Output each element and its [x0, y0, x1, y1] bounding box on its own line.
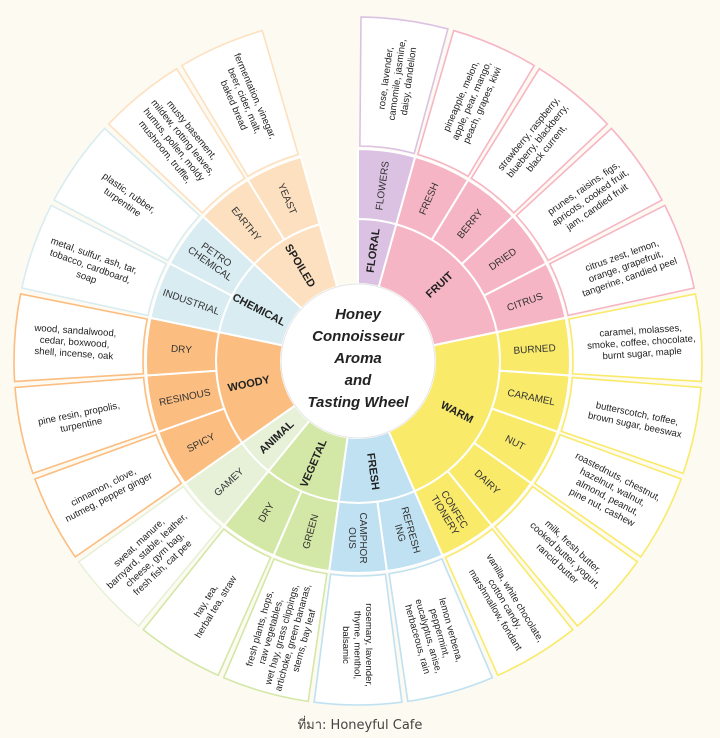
center-circle	[280, 283, 436, 439]
subcategory-label-line: CAMPHOR	[357, 512, 368, 563]
wheel-title-line: Connoisseur	[312, 328, 405, 345]
descriptor-green-cell	[222, 557, 328, 703]
descriptor-text: pine resin, propolis,turpentine	[37, 400, 123, 439]
descriptor-text-line: balsamic	[340, 626, 351, 664]
descriptor-refresh-ing-cell	[388, 557, 494, 703]
descriptor-yeast-cell	[180, 29, 300, 178]
descriptor-citrus-cell	[548, 204, 696, 317]
descriptor-text: wood, sandalwood,cedar, boxwood,shell, i…	[31, 323, 116, 363]
subcategory-label-line: DRY	[171, 344, 193, 356]
wheel-title-line: Aroma	[333, 350, 382, 367]
descriptor-caramel-cell	[560, 376, 702, 475]
descriptor-resinous-cell	[14, 376, 156, 475]
subcategory-label: DRY	[171, 344, 193, 356]
descriptor-camphor-ous-cell	[313, 573, 403, 706]
descriptor-confec-tionery-cell	[444, 527, 574, 677]
descriptor-flowers-cell	[359, 16, 449, 155]
descriptor-dried-cell	[515, 127, 664, 262]
source-credit: ที่มา: Honeyful Cafe	[297, 718, 423, 733]
descriptor-earthy-cell	[107, 67, 246, 215]
descriptor-text-line: burnt sugar, maple	[602, 346, 682, 362]
descriptor-text: caramel, molasses,smoke, coffee, chocola…	[586, 322, 697, 363]
wheel-title-line: Honey	[335, 306, 382, 323]
descriptor-dairy-cell	[494, 485, 639, 628]
descriptor-petro-chemical-cell	[52, 127, 201, 262]
descriptor-dry-cell	[13, 293, 149, 383]
subcategory-label: CAMPHOROUS	[346, 512, 368, 563]
category-label: FRESH	[364, 452, 381, 491]
descriptor-dry-cell	[142, 527, 272, 677]
descriptor-text-line: rosemary, lavender,	[363, 603, 374, 687]
descriptor-berry-cell	[470, 67, 609, 215]
descriptor-gamey-cell	[77, 485, 222, 628]
subcategory-label-line: OUS	[346, 527, 357, 549]
descriptor-text: rosemary, lavender,thyme, menthol,balsam…	[340, 603, 374, 687]
descriptor-industrial-cell	[20, 204, 168, 317]
descriptor-text-line: cedar, boxwood,	[39, 335, 109, 351]
descriptor-nut-cell	[533, 433, 683, 559]
descriptor-burned-cell	[567, 293, 703, 383]
subcategory-label: BURNED	[513, 343, 556, 357]
descriptor-text-line: shell, incense, oak	[34, 346, 114, 362]
descriptor-fresh-cell	[416, 29, 536, 178]
descriptor-text-line: thyme, menthol,	[352, 611, 363, 679]
wheel-title-line: and	[345, 372, 373, 389]
category-label-line: FRESH	[364, 452, 381, 491]
wheel-title-line: Tasting Wheel	[307, 394, 409, 411]
subcategory-label-line: ING	[392, 523, 407, 543]
subcategory-label-line: BURNED	[513, 343, 556, 357]
descriptor-spicy-cell	[33, 433, 183, 559]
subcategory-yeast-sector	[246, 155, 321, 242]
